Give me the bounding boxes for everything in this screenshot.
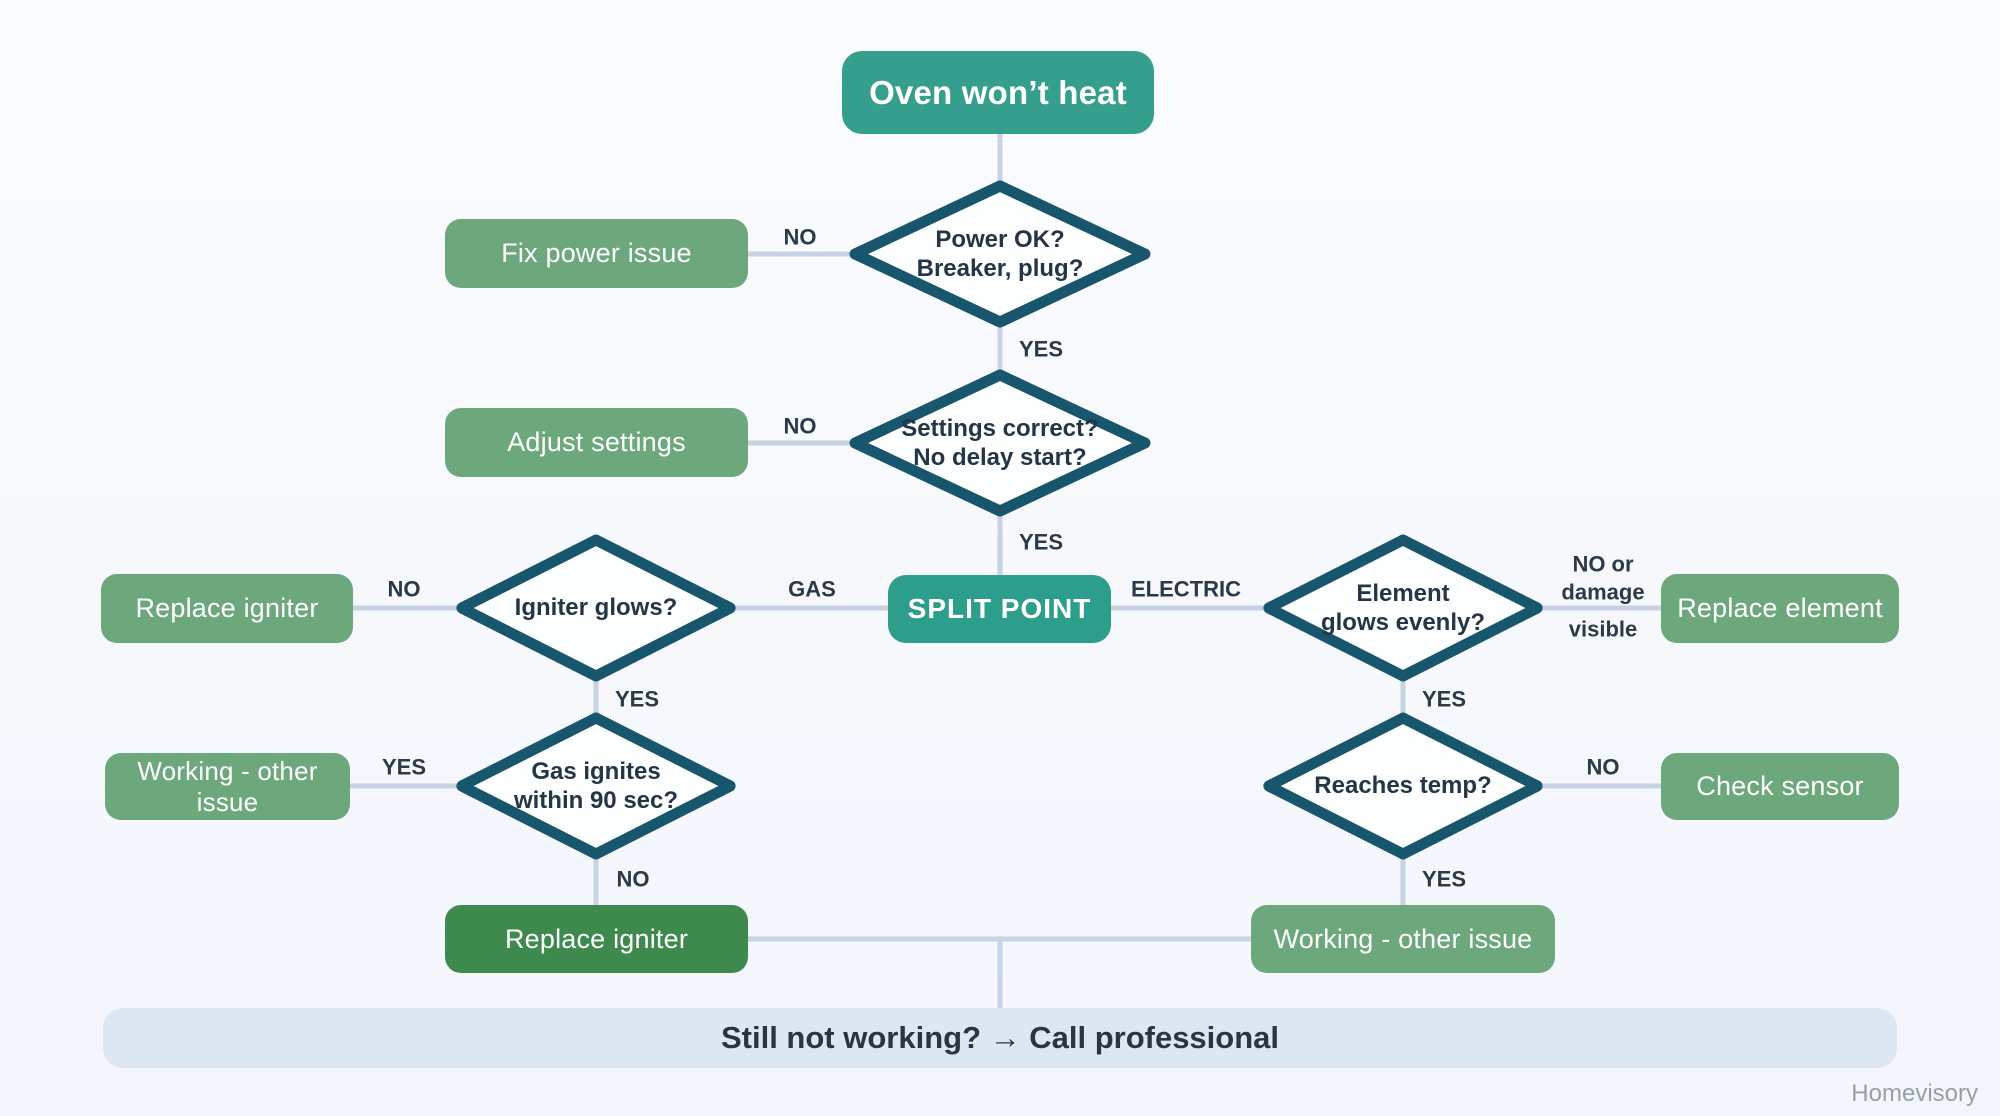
decision-reaches-temp-label: Reaches temp?: [1314, 772, 1492, 800]
footer-call-professional-bar: Still not working? → Call professional: [103, 1008, 1897, 1068]
decision-igniter-glows: Igniter glows?: [455, 533, 737, 683]
edge-label-power-no: NO: [783, 224, 817, 250]
edge-label-igniter-yes: YES: [614, 686, 660, 712]
decision-power-label: Power OK? Breaker, plug?: [916, 225, 1084, 282]
action-label: Fix power issue: [501, 238, 692, 268]
action-label: Replace element: [1677, 593, 1883, 623]
start-node-label: Oven won’t heat: [869, 73, 1127, 111]
edge-label-branch-electric: ELECTRIC: [1131, 576, 1241, 602]
action-label: Working - other issue: [1273, 923, 1533, 954]
edge-label-temp-yes: YES: [1421, 866, 1467, 892]
action-label: Working - other issue: [137, 755, 318, 817]
decision-power-ok: Power OK? Breaker, plug?: [848, 179, 1152, 329]
diamond-shape: [849, 369, 1151, 517]
edge-label-settings-no: NO: [783, 413, 817, 439]
action-working-other-issue-electric: Working - other issue: [1251, 905, 1555, 973]
action-label: Adjust settings: [507, 427, 686, 457]
decision-igniter-label: Igniter glows?: [514, 594, 678, 622]
decision-element-label: Element glows evenly?: [1320, 579, 1486, 636]
diamond-shape: [456, 534, 736, 682]
watermark-homevisory: Homevisory: [1851, 1080, 1978, 1107]
start-node-oven-wont-heat: Oven won’t heat: [842, 51, 1154, 134]
edge-label-igniter-no: NO: [387, 576, 421, 602]
diamond-shape: [456, 712, 736, 860]
action-fix-power-issue: Fix power issue: [445, 219, 748, 288]
diamond-shape: [849, 180, 1151, 328]
decision-settings-correct: Settings correct? No delay start?: [848, 368, 1152, 518]
action-check-sensor: Check sensor: [1661, 753, 1899, 820]
edge-label-gas-yes: YES: [381, 754, 427, 780]
edge-label-branch-gas: GAS: [788, 576, 836, 602]
edge-label-temp-no: NO: [1586, 754, 1620, 780]
decision-reaches-temp: Reaches temp?: [1262, 711, 1544, 861]
edge-label-element-no: NO or damage: [1561, 551, 1645, 605]
decision-element-glows: Element glows evenly?: [1262, 533, 1544, 683]
split-point-node: SPLIT POINT: [888, 575, 1111, 643]
action-label: Check sensor: [1696, 771, 1864, 801]
action-label: Replace igniter: [504, 923, 689, 954]
action-replace-igniter-final: Replace igniter: [445, 905, 748, 973]
edge-label-power-yes: YES: [1018, 336, 1064, 362]
edge-label-element-no-cont: visible: [1568, 616, 1638, 642]
action-replace-element: Replace element: [1661, 574, 1899, 643]
edge-label-settings-yes: YES: [1018, 529, 1064, 555]
diamond-shape: [1263, 712, 1543, 860]
action-adjust-settings: Adjust settings: [445, 408, 748, 477]
action-replace-igniter-gas: Replace igniter: [101, 574, 353, 643]
decision-settings-label: Settings correct? No delay start?: [901, 414, 1099, 471]
action-label: Replace igniter: [135, 593, 319, 623]
action-working-other-issue-gas: Working - other issue: [105, 753, 350, 820]
diamond-shape: [1263, 534, 1543, 682]
edge-label-gas-no: NO: [616, 866, 650, 892]
edge-label-element-yes: YES: [1421, 686, 1467, 712]
decision-gas-ignites: Gas ignites within 90 sec?: [455, 711, 737, 861]
decision-gas-ignites-label: Gas ignites within 90 sec?: [513, 757, 679, 814]
footer-label: Still not working? → Call professional: [720, 1020, 1280, 1055]
split-point-label: SPLIT POINT: [907, 593, 1092, 624]
